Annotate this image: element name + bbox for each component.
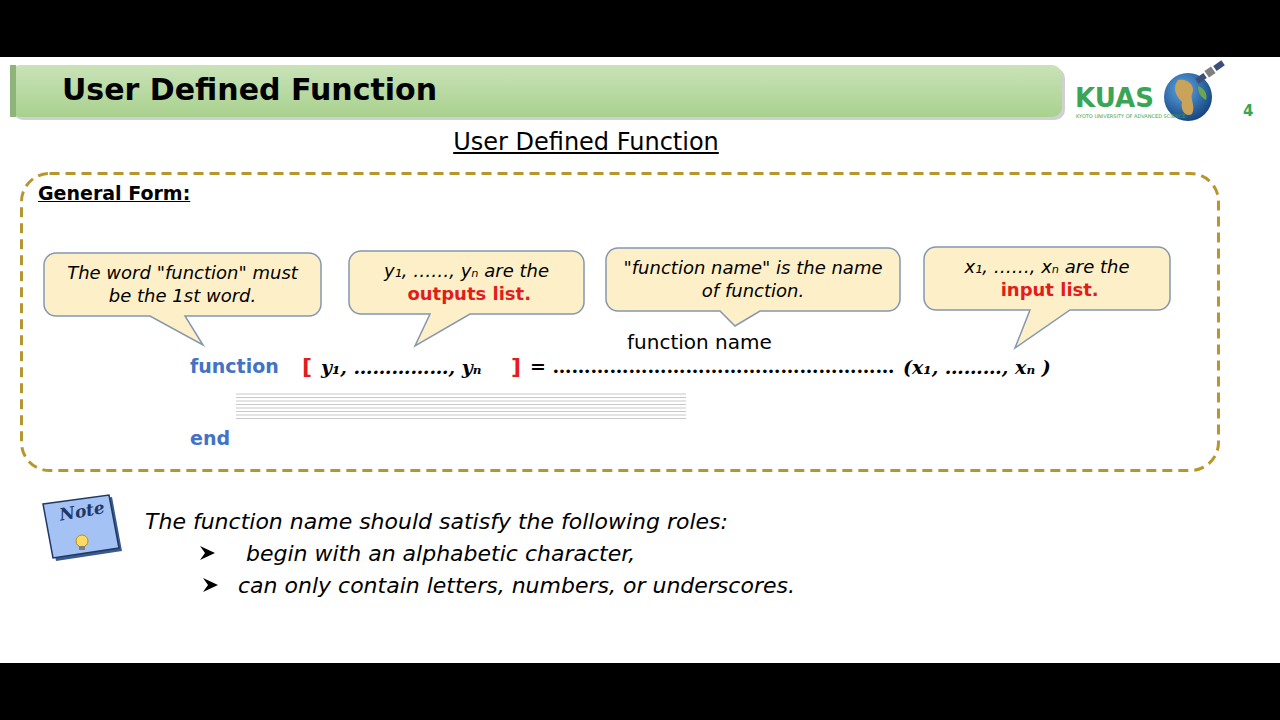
code-line [236, 415, 686, 416]
satellite-body [1204, 66, 1215, 77]
highlight-text: outputs list. [407, 283, 531, 306]
bulb-base [79, 546, 85, 550]
node-text: x₁, ……, xₙ are the [964, 256, 1129, 279]
header-band [10, 65, 1062, 117]
callout-bubble: y₁, ……, yₙ are theoutputs list. [349, 251, 584, 314]
node-text-box: General Form: [38, 182, 190, 204]
globe-land [1198, 86, 1207, 100]
callout-bubble: x₁, ……, xₙ are theinput list. [924, 247, 1170, 310]
slide-title: User Defined Function [62, 70, 437, 110]
highlight-text: input list. [1001, 279, 1099, 302]
note-paper [43, 495, 119, 558]
node-text: General Form: [38, 182, 190, 204]
note-text: The function name should satisfy the fol… [145, 507, 728, 536]
top-bar [0, 0, 1280, 57]
bulb-icon [76, 535, 88, 547]
header-edge [10, 65, 16, 117]
code-line [236, 404, 686, 405]
callout-bubble: The word "function" must be the 1st word… [44, 253, 321, 316]
code-line [236, 401, 686, 402]
satellite-icon [1195, 60, 1226, 85]
callout-shape [44, 253, 321, 345]
satellite-panel [1213, 60, 1225, 71]
logo-subtitle: KYOTO UNIVERSITY OF ADVANCED SCIENCE [1076, 113, 1185, 120]
bottom-bar [0, 663, 1280, 720]
output-list: y₁, ……………, yₙ [321, 355, 482, 380]
code-line [236, 408, 686, 409]
input-list: (x₁, ………, xₙ ) [903, 355, 1051, 380]
dashed-frame [22, 174, 1219, 471]
code-line [236, 397, 686, 398]
node-text-box: The word "function" must be the 1st word… [44, 253, 321, 316]
page-number: 4 [1243, 101, 1253, 121]
node-text-box: "function name" is the name of function. [606, 248, 900, 311]
callout-shape [349, 251, 584, 346]
code-line [236, 411, 686, 412]
name-placeholder: = ……………………………………………… [530, 354, 895, 379]
bracket: ] [511, 352, 521, 381]
function-name-label: function name [627, 329, 772, 355]
satellite-panel [1195, 73, 1207, 84]
bullet-arrow [203, 578, 218, 592]
callout-shape [606, 248, 900, 326]
code-line [236, 418, 686, 419]
general-form-frame: General Form: The word "function" must be… [20, 172, 1220, 472]
bracket: [ [302, 352, 312, 381]
callout-bubble: "function name" is the name of function. [606, 248, 900, 311]
node-text: The word "function" must be the 1st word… [54, 262, 311, 307]
rule-item: begin with an alphabetic character, [246, 539, 635, 568]
keyword: end [190, 426, 230, 451]
code-body-lines [236, 394, 686, 419]
section-heading: User Defined Function [453, 127, 719, 158]
node-text: y₁, ……, yₙ are the [384, 260, 549, 283]
logo-text: KUAS [1075, 81, 1154, 115]
rule-item: can only contain letters, numbers, or un… [238, 571, 795, 600]
globe-land [1175, 80, 1193, 115]
note-icon: Note [40, 495, 124, 563]
keyword: function [190, 354, 279, 379]
code-line [236, 394, 686, 395]
node-text-box: x₁, ……, xₙ are theinput list. [924, 247, 1170, 310]
callout-shape [924, 247, 1170, 348]
node-text: "function name" is the name of function. [616, 257, 890, 302]
bullet-arrow [200, 546, 215, 560]
node-text-box: y₁, ……, yₙ are theoutputs list. [349, 251, 584, 314]
